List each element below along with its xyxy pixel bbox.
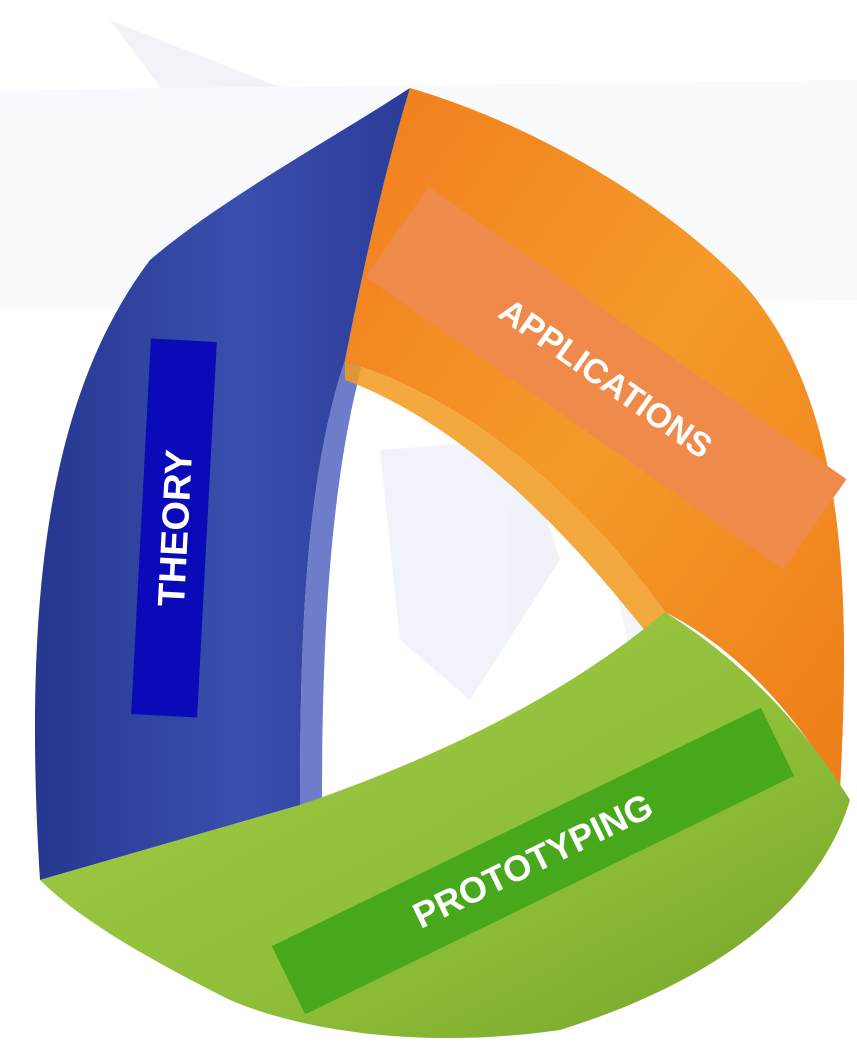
segment-theory xyxy=(34,88,411,880)
applications-label-box xyxy=(365,186,847,570)
prototyping-label-box xyxy=(271,707,795,1015)
theory-label: THEORY xyxy=(131,338,217,718)
theory-label-box xyxy=(131,338,217,718)
theory-label-text: THEORY xyxy=(151,449,201,608)
segment-prototyping xyxy=(40,612,850,1039)
